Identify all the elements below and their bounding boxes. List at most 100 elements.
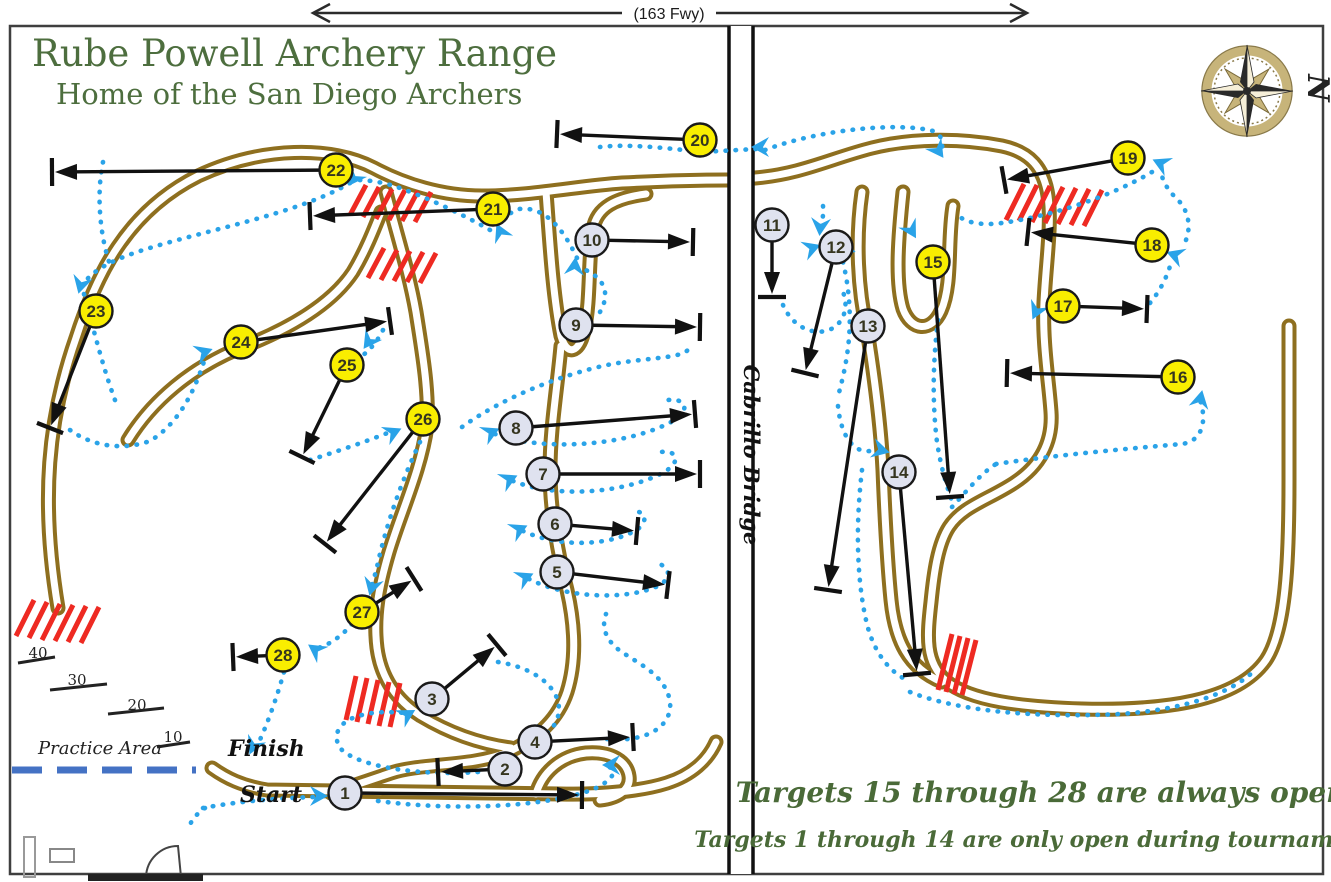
walk-direction-arrow-icon xyxy=(310,786,328,806)
walk-direction-arrow-icon xyxy=(1031,298,1050,320)
trail-path-core xyxy=(751,136,1293,713)
trail-network-core xyxy=(44,136,1293,804)
open-targets-note: Targets 15 through 28 are always open. xyxy=(736,776,1331,809)
target-number: 14 xyxy=(890,463,909,482)
shooting-lane-arrowhead-icon xyxy=(642,574,666,591)
target-21-marker: 21 xyxy=(307,191,511,231)
walk-path xyxy=(334,709,481,776)
hatch-area xyxy=(1003,182,1105,228)
target-2-marker: 2 xyxy=(435,751,523,787)
target-number: 19 xyxy=(1119,149,1138,168)
shooting-lane-arrowhead-icon xyxy=(556,786,580,803)
shooting-lane-arrowhead-icon xyxy=(607,730,631,747)
target-6-marker: 6 xyxy=(537,506,641,546)
target-number: 16 xyxy=(1169,368,1188,387)
target-circle-open xyxy=(223,324,259,360)
shooting-lane-arrowhead-icon xyxy=(1009,365,1033,382)
target-number: 25 xyxy=(338,356,357,375)
walk-direction-arrow-icon xyxy=(924,137,944,158)
walk-path xyxy=(949,461,999,510)
target-circle-tournament xyxy=(881,454,917,490)
walk-direction-arrow-icon xyxy=(308,644,329,664)
target-number: 21 xyxy=(484,200,503,219)
target-number: 26 xyxy=(414,410,433,429)
compass-star-highlight xyxy=(1200,44,1294,138)
freeway-label: (163 Fwy) xyxy=(633,6,704,23)
target-circle-tournament xyxy=(754,207,790,243)
walk-direction-arrow-icon xyxy=(751,137,769,157)
walk-direction-arrow-icon xyxy=(800,241,821,261)
target-number: 5 xyxy=(552,563,561,582)
target-butt-bar xyxy=(36,420,64,436)
target-number: 18 xyxy=(1143,236,1162,255)
target-butt-bar xyxy=(1004,358,1010,388)
shooting-lane-arrowhead-icon xyxy=(235,648,259,664)
walk-path xyxy=(578,265,608,315)
shooting-lane-arrowhead-icon xyxy=(764,272,780,294)
target-number: 20 xyxy=(691,131,710,150)
shooting-lane-arrowhead-icon xyxy=(669,407,693,424)
target-number: 3 xyxy=(427,690,436,709)
target-butt-bar xyxy=(630,722,636,752)
target-9-marker: 9 xyxy=(558,307,703,343)
walk-path xyxy=(307,429,393,463)
target-27-marker: 27 xyxy=(344,566,424,630)
shooting-lane-arrowhead-icon xyxy=(303,431,321,455)
target-butt-bar xyxy=(691,399,699,429)
structure-outline xyxy=(23,836,36,878)
target-26-marker: 26 xyxy=(312,401,441,555)
shooting-lane-line xyxy=(531,412,688,429)
bridge-deck xyxy=(729,26,753,874)
shooting-lane-arrowhead-icon xyxy=(823,564,840,588)
shooting-lane-arrowhead-icon xyxy=(364,316,388,333)
target-circle-tournament xyxy=(818,229,854,265)
target-number: 27 xyxy=(353,603,372,622)
freeway-arrowhead-left-icon xyxy=(310,2,331,24)
target-number: 8 xyxy=(511,419,520,438)
walk-direction-arrow-icon xyxy=(495,223,514,245)
target-circle-open xyxy=(318,152,354,188)
trail-path-core xyxy=(124,208,385,444)
target-circle-tournament xyxy=(539,554,575,590)
target-butt-bar xyxy=(230,642,236,672)
target-22-marker: 22 xyxy=(49,152,354,188)
target-number: 6 xyxy=(550,515,559,534)
target-1-marker: 1 xyxy=(327,775,585,811)
target-number: 4 xyxy=(530,733,540,752)
walk-direction-arrow-icon xyxy=(506,524,528,543)
shooting-lane-arrowhead-icon xyxy=(611,520,635,537)
shooting-lane-arrowhead-icon xyxy=(667,233,691,250)
target-circle-tournament xyxy=(558,307,594,343)
target-circle-tournament xyxy=(327,775,363,811)
target-8-marker: 8 xyxy=(498,399,699,446)
walk-path xyxy=(256,669,287,745)
target-butt-bar xyxy=(435,757,441,787)
walk-path xyxy=(1159,166,1191,243)
hatch-area xyxy=(347,183,434,224)
walk-path xyxy=(497,206,580,261)
target-circle-open xyxy=(344,594,380,630)
target-butt-bar xyxy=(999,165,1009,195)
walk-path xyxy=(510,449,678,494)
practice-area-label: Practice Area xyxy=(37,738,162,759)
target-25-marker: 25 xyxy=(288,347,365,466)
walk-direction-arrow-icon xyxy=(496,474,518,493)
trail-path-core xyxy=(532,749,633,804)
bridge-label: Cabrillo Bridge xyxy=(739,365,764,546)
target-15-marker: 15 xyxy=(915,244,965,501)
shooting-lane-arrowhead-icon xyxy=(326,519,347,542)
target-3-marker: 3 xyxy=(414,632,508,717)
walk-direction-arrow-icon xyxy=(192,345,213,365)
shooting-lane-arrowhead-icon xyxy=(559,127,583,144)
walk-direction-arrow-icon xyxy=(811,217,832,236)
start-label: Start xyxy=(240,782,302,808)
target-5-marker: 5 xyxy=(539,554,672,600)
hatch-area xyxy=(13,598,102,645)
target-circle-open xyxy=(405,401,441,437)
walk-path xyxy=(315,621,355,651)
target-circle-tournament xyxy=(498,410,534,446)
shooting-lane-line xyxy=(805,262,834,366)
target-circle-tournament xyxy=(525,456,561,492)
finish-label: Finish xyxy=(227,736,305,762)
